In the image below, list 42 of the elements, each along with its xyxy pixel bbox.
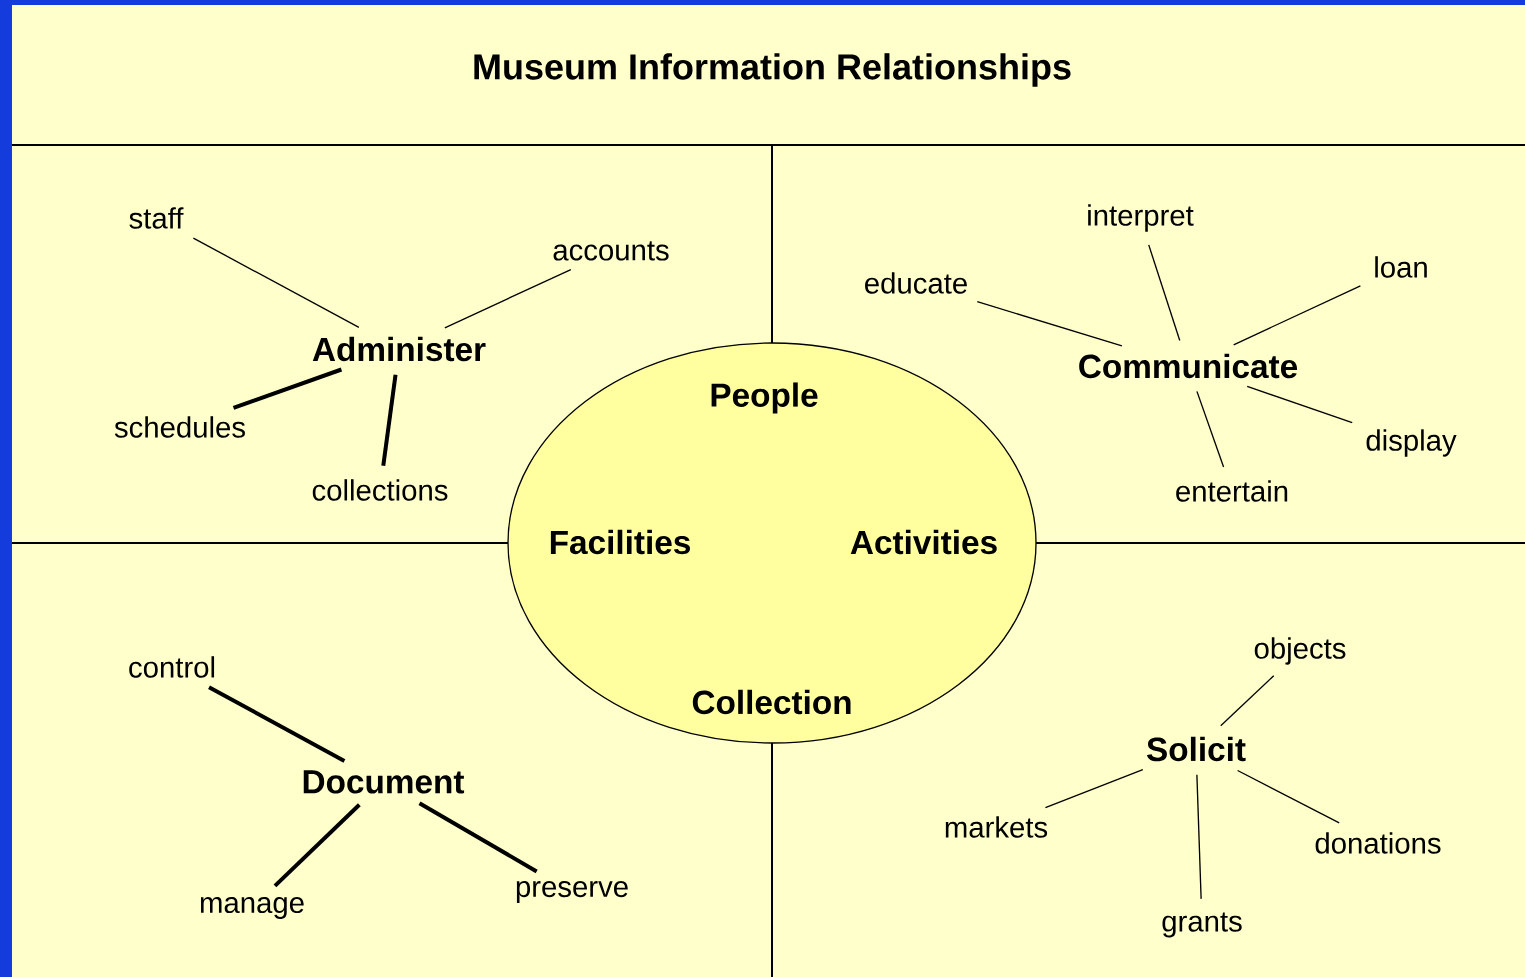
connector-line bbox=[1196, 390, 1225, 468]
connector-line bbox=[976, 301, 1123, 347]
connector-line bbox=[208, 685, 346, 763]
term-label: objects bbox=[1254, 637, 1346, 665]
term-label: collections bbox=[312, 479, 448, 501]
connector-line bbox=[232, 367, 343, 410]
term-label: preserve bbox=[516, 881, 628, 903]
term-label: grants bbox=[1162, 912, 1242, 938]
term-label: control bbox=[129, 656, 215, 678]
ellipse-label: Facilities bbox=[550, 529, 690, 555]
topic-label: Document bbox=[303, 770, 465, 794]
connector-line bbox=[1196, 774, 1202, 900]
term-label: staff bbox=[129, 207, 184, 229]
connector-line bbox=[1246, 385, 1353, 424]
topic-label: Solicit bbox=[1146, 736, 1246, 762]
term-label: loan bbox=[1375, 256, 1427, 278]
connector-line bbox=[1044, 769, 1144, 809]
term-label: display bbox=[1366, 429, 1457, 457]
term-label: donations bbox=[1315, 832, 1441, 854]
ellipse-label: Collection bbox=[692, 689, 851, 715]
connector-line bbox=[1232, 285, 1362, 346]
topic-label: Communicate bbox=[1079, 353, 1298, 379]
term-label: entertain bbox=[1176, 480, 1288, 502]
connector-line bbox=[1220, 675, 1275, 727]
title: Museum Information Relationships bbox=[474, 53, 1071, 87]
connector-line bbox=[192, 237, 360, 328]
connector-line bbox=[381, 374, 398, 466]
term-label: educate bbox=[865, 272, 967, 294]
term-label: markets bbox=[945, 816, 1048, 838]
term-label: accounts bbox=[553, 241, 669, 261]
connector-line bbox=[444, 268, 572, 329]
term-label: manage bbox=[200, 897, 304, 919]
connector-line bbox=[273, 803, 361, 888]
ellipse-label: People bbox=[711, 382, 818, 414]
connector-line bbox=[1148, 244, 1181, 342]
term-label: schedules bbox=[114, 416, 245, 438]
term-label: interpret bbox=[1088, 204, 1194, 232]
ellipse-label: Activities bbox=[850, 529, 997, 555]
center-ellipse bbox=[507, 342, 1037, 744]
connector-line bbox=[1236, 769, 1340, 824]
topic-label: Administer bbox=[312, 336, 486, 362]
connector-line bbox=[418, 801, 538, 874]
